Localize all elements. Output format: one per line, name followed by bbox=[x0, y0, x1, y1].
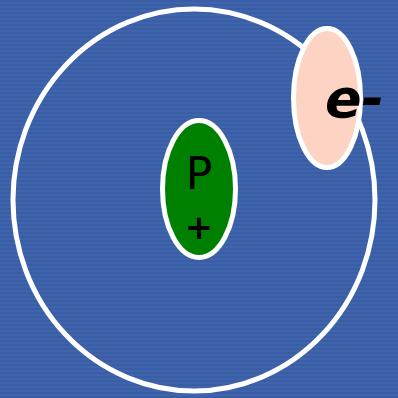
charge-sign: + bbox=[185, 210, 214, 244]
proton-ellipse bbox=[163, 121, 236, 258]
electron-label: e- bbox=[325, 72, 384, 126]
proton-ellipse: P+ bbox=[160, 118, 238, 260]
electron-ellipse: e- bbox=[291, 26, 363, 170]
proton-label: P bbox=[186, 152, 213, 196]
orbit-ring bbox=[13, 9, 375, 391]
